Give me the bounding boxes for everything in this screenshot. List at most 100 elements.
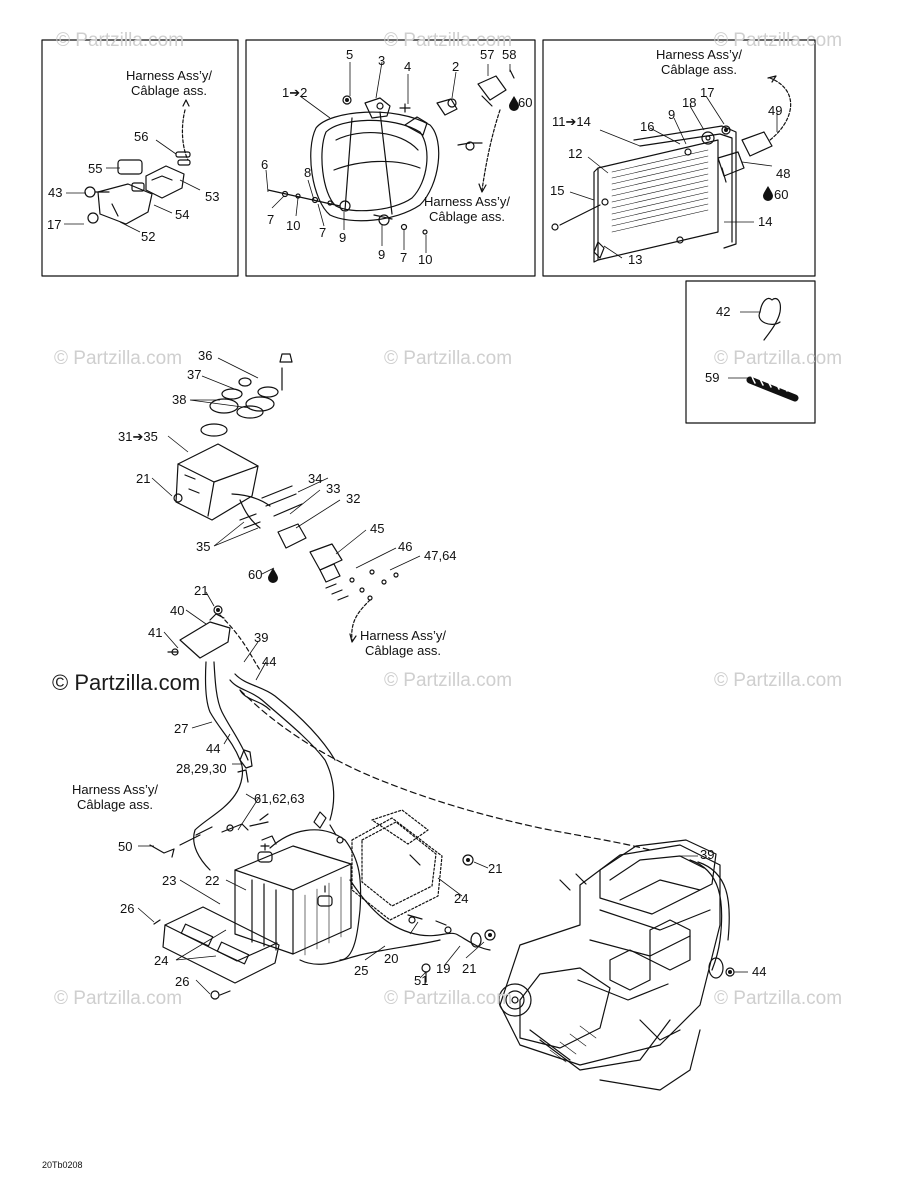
mounting-plate [351,809,443,921]
callout-60: 60 [774,187,789,202]
callout-23: 23 [162,873,177,888]
callout-44: 44 [752,964,767,979]
harness-note-line2: Câblage ass. [661,62,737,77]
callout-7: 7 [319,225,327,240]
callout-17: 17 [700,85,715,100]
callout-3: 3 [378,53,386,68]
harness-note: Harness Ass’y/ Câblage ass. [126,68,212,98]
callout-13: 13 [628,252,643,267]
callout-9: 9 [339,230,347,245]
callout-46: 46 [398,539,413,554]
watermark-main: © Partzilla.com [52,670,201,695]
watermark: © Partzilla.com [714,348,843,369]
panel-frame-3 [542,39,816,277]
callout-51: 51 [414,973,429,988]
callout-60: 60 [518,95,533,110]
callout-35: 35 [196,539,211,554]
callout-50: 50 [118,839,133,854]
panel3-cooler [551,75,792,263]
engine-block [498,839,735,1091]
callout-54: 54 [175,207,190,222]
callout-16: 16 [640,119,655,134]
callout-1-to-2: 1➔2 [282,85,308,100]
callout-36: 36 [198,348,213,363]
callout-59: 59 [705,370,720,385]
panel-frame-2 [245,39,536,277]
callout-45: 45 [370,521,385,536]
callout-19: 19 [436,961,451,976]
callout-40: 40 [170,603,185,618]
callout-31-to-35: 31➔35 [118,429,158,444]
panel-frame-1 [41,39,239,277]
harness-note-line1: Harness Ass’y/ [424,194,510,209]
callout-15: 15 [550,183,565,198]
harness-note-line2: Câblage ass. [131,83,207,98]
callout-17: 17 [47,217,62,232]
callout-21: 21 [136,471,151,486]
callout-24: 24 [154,953,169,968]
callout-49: 49 [768,103,783,118]
harness-note-line1: Harness Ass’y/ [360,628,446,643]
harness-note: Harness Ass’y/ Câblage ass. [72,782,158,812]
callout-39: 39 [700,847,715,862]
callout-9: 9 [668,107,676,122]
callout-11-to-14: 11➔14 [552,114,591,129]
harness-note-line1: Harness Ass’y/ [656,47,742,62]
callout-34: 34 [308,471,323,486]
callout-61-62-63: 61,62,63 [254,791,305,806]
harness-note-line1: Harness Ass’y/ [126,68,212,83]
panel2-headlight [267,69,515,235]
callout-9: 9 [378,247,386,262]
watermark: © Partzilla.com [384,988,513,1009]
callout-4: 4 [404,59,412,74]
callout-52: 52 [141,229,156,244]
module-assembly [173,353,399,643]
callout-44: 44 [262,654,277,669]
callout-60: 60 [248,567,263,582]
callout-7: 7 [400,250,408,265]
watermark: © Partzilla.com [384,348,513,369]
watermark: © Partzilla.com [54,348,183,369]
watermark: © Partzilla.com [54,988,183,1009]
callout-56: 56 [134,129,149,144]
callout-47-64: 47,64 [424,548,457,563]
panel4-parts [746,297,799,402]
callout-37: 37 [187,367,202,382]
harness-note: Harness Ass’y/ Câblage ass. [656,47,742,77]
watermark: © Partzilla.com [714,30,843,51]
callout-5: 5 [346,47,354,62]
callout-24: 24 [454,891,469,906]
callout-38: 38 [172,392,187,407]
watermark: © Partzilla.com [56,30,185,51]
harness-note: Harness Ass’y/ Câblage ass. [424,194,510,224]
callout-2: 2 [452,59,460,74]
callout-7: 7 [267,212,275,227]
callout-58: 58 [502,47,517,62]
callout-12: 12 [568,146,583,161]
callout-27: 27 [174,721,189,736]
diagram-code: 20Tb0208 [42,1160,83,1170]
callout-22: 22 [205,873,220,888]
callout-48: 48 [776,166,791,181]
callout-39: 39 [254,630,269,645]
callout-10: 10 [286,218,301,233]
callout-25: 25 [354,963,369,978]
harness-note-line2: Câblage ass. [77,797,153,812]
callout-26: 26 [175,974,190,989]
watermark: © Partzilla.com [384,670,513,691]
panel-frame-4 [685,280,816,424]
watermark: © Partzilla.com [714,670,843,691]
callout-41: 41 [148,625,163,640]
callout-57: 57 [480,47,495,62]
callout-53: 53 [205,189,220,204]
harness-note: Harness Ass’y/ Câblage ass. [360,628,446,658]
callout-42: 42 [716,304,731,319]
callout-28-29-30: 28,29,30 [176,761,227,776]
callout-21: 21 [462,961,477,976]
watermark: © Partzilla.com [384,30,513,51]
callout-6: 6 [261,157,269,172]
callout-10: 10 [418,252,433,267]
callout-21: 21 [488,861,503,876]
callout-14: 14 [758,214,773,229]
